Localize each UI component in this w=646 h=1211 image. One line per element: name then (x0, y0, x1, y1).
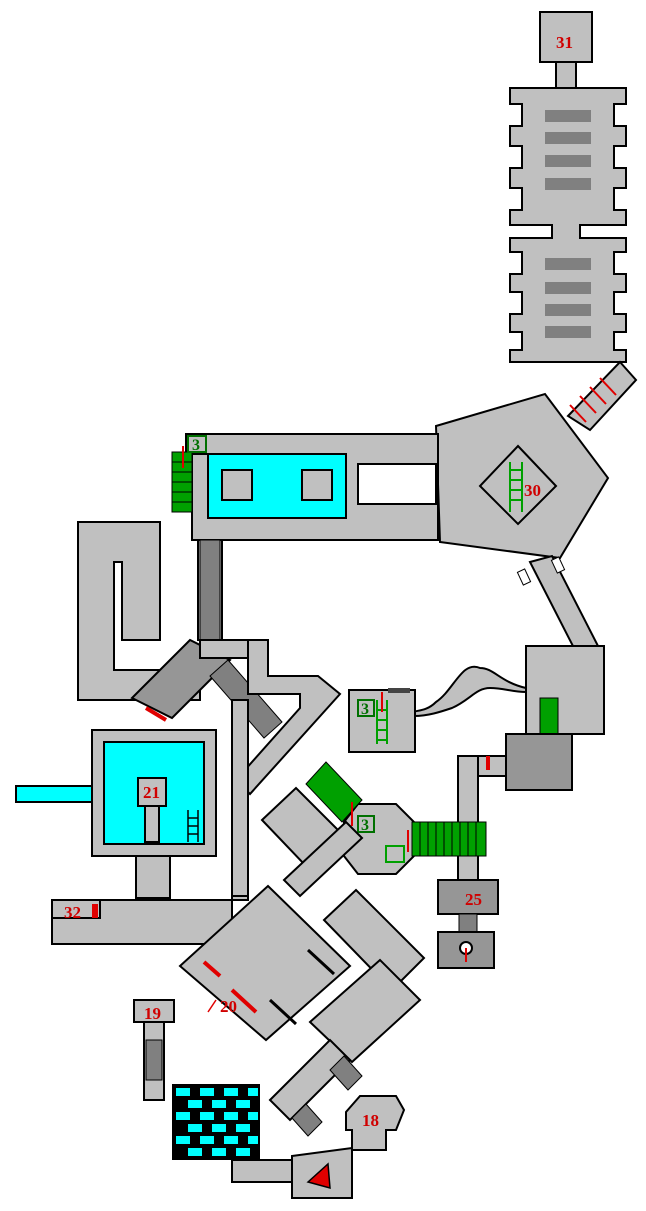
corridor-31 (555, 61, 577, 89)
room-label-25: 25 (465, 890, 482, 909)
block (545, 282, 591, 294)
room-18 (345, 1095, 406, 1151)
floor-marker-box (187, 435, 207, 453)
ladder-icon (509, 462, 523, 512)
room-label-21: 21 (143, 783, 160, 802)
winding-corridor (234, 639, 342, 796)
wall (306, 948, 336, 976)
triangle-icon (306, 1162, 331, 1190)
block (545, 178, 591, 190)
stair-room (525, 645, 605, 735)
stairs-icon (539, 697, 559, 735)
wall (268, 998, 298, 1026)
dark-room (505, 733, 573, 791)
stairs-icon (411, 821, 487, 857)
block (545, 258, 591, 270)
door-icon (230, 988, 258, 1014)
floor-marker-3: 3 (361, 701, 369, 718)
block (545, 132, 591, 144)
door-icon (92, 904, 98, 918)
door-icon (550, 556, 566, 574)
block (545, 110, 591, 122)
corridor-diagonal (282, 820, 364, 898)
south-passage (231, 1159, 293, 1183)
rope-bridge-icon (569, 377, 617, 423)
east-wall-corridor (231, 699, 249, 897)
maze-corridor (322, 888, 426, 992)
room-label-18: 18 (362, 1111, 379, 1130)
pool-pillar (221, 469, 253, 501)
block (545, 326, 591, 338)
arrow-up-icon (207, 999, 217, 1013)
floor-marker-box (357, 815, 375, 833)
water-channel (15, 785, 93, 803)
room-32 (51, 899, 101, 919)
room-label-19: 19 (144, 1004, 161, 1023)
door-icon (144, 706, 168, 722)
room-label-31: 31 (556, 33, 573, 52)
room-label-32: 32 (64, 903, 81, 922)
block (545, 304, 591, 316)
pool-pillar (301, 469, 333, 501)
stairs-icon (199, 539, 221, 641)
checker-floor-icon (172, 1084, 260, 1160)
floor-marker-box (357, 699, 375, 717)
stairs-icon (458, 913, 478, 933)
stair-steps (172, 461, 192, 503)
corridor-25-vertical (457, 755, 479, 883)
room-31-complex: 31 (509, 11, 627, 363)
stairs-icon (145, 1039, 163, 1081)
landing (130, 638, 232, 720)
pit (357, 463, 437, 505)
stairs-icon (329, 1055, 363, 1091)
room-30-inner (478, 444, 558, 526)
stairs-icon (291, 1103, 323, 1137)
door-icon (202, 960, 222, 978)
stairs-icon (305, 761, 363, 823)
room-21-walkway (144, 805, 160, 843)
block (545, 155, 591, 167)
stair-steps (419, 822, 477, 856)
room-21-exit (135, 855, 171, 899)
floor-marker-3: 3 (361, 817, 369, 834)
room-20 (178, 884, 352, 1042)
corridor-31-30 (566, 360, 638, 432)
room-label-20: 20 (220, 997, 237, 1016)
cave-path (413, 665, 527, 718)
ladder-icon (385, 845, 405, 863)
door-icon (516, 568, 532, 586)
ladder-icon (187, 810, 199, 842)
ledge (388, 688, 410, 693)
room-31-hall (509, 87, 627, 363)
floor-marker-3: 3 (192, 437, 200, 454)
room-label-30: 30 (524, 481, 541, 500)
maze-passage (268, 1038, 352, 1122)
